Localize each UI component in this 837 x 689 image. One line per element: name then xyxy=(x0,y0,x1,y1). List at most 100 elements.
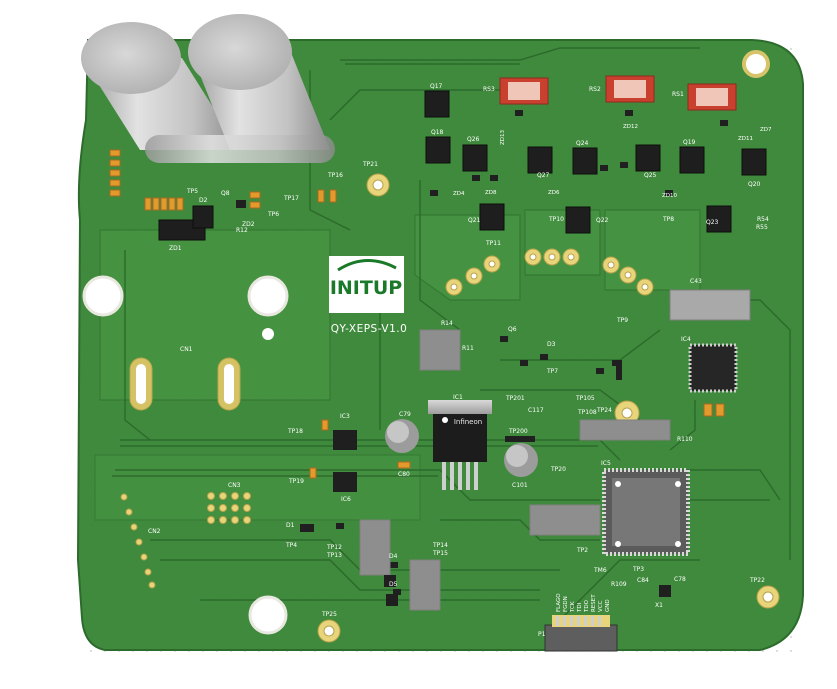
pin-label-7: GND xyxy=(605,599,611,612)
ic-smd-small xyxy=(333,430,671,606)
label-tp11: TP11 xyxy=(485,240,501,247)
label-p1: P1 xyxy=(538,631,546,638)
label-c117: C117 xyxy=(528,407,544,414)
label-rs3: RS3 xyxy=(483,86,495,93)
label-tp8: TP8 xyxy=(662,216,674,223)
label-zd10: ZD10 xyxy=(662,193,678,199)
label-d4: D4 xyxy=(389,553,398,560)
ic5-mcu xyxy=(602,468,690,556)
label-tp15: TP15 xyxy=(432,550,448,557)
copper-planes xyxy=(94,209,701,521)
label-c101: C101 xyxy=(512,482,528,489)
label-tp105: TP105 xyxy=(575,395,595,402)
label-r14: R14 xyxy=(441,320,453,327)
label-r11: R11 xyxy=(462,345,474,352)
label-tp3: TP3 xyxy=(632,566,644,573)
label-cn3: CN3 xyxy=(228,482,241,489)
ic1-brand-text: Infineon xyxy=(454,418,482,426)
label-c80: C80 xyxy=(398,471,410,478)
label-zd13: ZD13 xyxy=(500,129,506,145)
label-r110: R110 xyxy=(677,436,693,443)
ic1-power-chip xyxy=(428,400,492,490)
label-q25: Q25 xyxy=(644,172,657,179)
label-tp18: TP18 xyxy=(287,428,303,435)
initup-logo: INITUP xyxy=(329,256,404,313)
label-q27: Q27 xyxy=(537,172,550,179)
label-q18: Q18 xyxy=(431,129,444,136)
label-r55: R55 xyxy=(756,224,768,231)
label-q26: Q26 xyxy=(467,136,480,143)
label-zd12: ZD12 xyxy=(623,124,638,130)
label-d1: D1 xyxy=(286,522,295,529)
label-zd7: ZD7 xyxy=(760,127,772,133)
label-tp24: TP24 xyxy=(596,407,612,414)
p1-connector xyxy=(544,615,618,652)
pin-label-6: VCC xyxy=(598,600,604,612)
label-tp19: TP19 xyxy=(288,478,304,485)
mounting-holes xyxy=(82,50,770,635)
label-ic3: IC3 xyxy=(340,413,350,420)
label-tp22: TP22 xyxy=(749,577,765,584)
label-zd2: ZD2 xyxy=(242,221,255,228)
label-tp201: TP201 xyxy=(505,395,525,402)
label-tp4: TP4 xyxy=(285,542,297,549)
mosfets xyxy=(158,90,767,241)
label-zd8: ZD8 xyxy=(485,190,497,196)
smd-components xyxy=(109,110,751,611)
label-q22: Q22 xyxy=(596,217,609,224)
label-tp17: TP17 xyxy=(283,195,299,202)
label-tp20: TP20 xyxy=(550,466,566,473)
pin-label-4: TDO xyxy=(584,599,590,613)
label-tp108: TP108 xyxy=(577,409,597,416)
small-electrolytic-caps xyxy=(385,419,538,477)
label-rs2: RS2 xyxy=(589,86,601,93)
label-rs1: RS1 xyxy=(672,91,684,98)
label-tp9: TP9 xyxy=(616,317,628,324)
label-tm6: TM6 xyxy=(593,567,607,574)
zener-labels: ZD12 ZD11 ZD13 ZD4 ZD6 ZD8 ZD10 ZD7 xyxy=(453,124,772,199)
label-r54: R54 xyxy=(757,216,769,223)
label-tp21: TP21 xyxy=(362,161,378,168)
label-tp200: TP200 xyxy=(508,428,528,435)
label-q24: Q24 xyxy=(576,140,589,147)
label-r12: R12 xyxy=(236,227,248,234)
label-tp25: TP25 xyxy=(321,611,337,618)
label-q8: Q8 xyxy=(221,190,230,197)
label-q23: Q23 xyxy=(706,219,719,226)
label-ic5: IC5 xyxy=(601,460,611,467)
board-model-text: QY-XEPS-V1.0 xyxy=(331,323,408,335)
label-r109: R109 xyxy=(611,581,627,588)
label-cn2: CN2 xyxy=(148,528,161,535)
label-tp14: TP14 xyxy=(432,542,448,549)
label-q19: Q19 xyxy=(683,139,696,146)
cn3-header xyxy=(207,492,251,524)
label-ic6: IC6 xyxy=(341,496,351,503)
label-zd1: ZD1 xyxy=(169,245,182,252)
label-d5: D5 xyxy=(389,581,398,588)
label-tp16: TP16 xyxy=(327,172,343,179)
label-tp5: TP5 xyxy=(186,188,198,195)
label-zd6: ZD6 xyxy=(548,190,560,196)
mounting-slots xyxy=(129,357,241,411)
label-q17: Q17 xyxy=(430,83,443,90)
pin-label-3: TDI xyxy=(577,602,583,613)
label-tp6: TP6 xyxy=(267,211,279,218)
electrolytic-capacitors xyxy=(81,14,335,163)
label-ic1: IC1 xyxy=(453,394,463,401)
logo-text: INITUP xyxy=(330,277,402,299)
cn2-pads xyxy=(120,493,156,589)
label-q20: Q20 xyxy=(748,181,761,188)
label-tp13: TP13 xyxy=(326,552,342,559)
label-q21: Q21 xyxy=(468,217,481,224)
label-c84: C84 xyxy=(637,577,649,584)
pin-label-0: FLAGO xyxy=(556,593,562,612)
label-d2: D2 xyxy=(199,197,208,204)
silkscreen-labels: TP23 TP21 TP16 TP17 TP5 TP6 TP10 TP8 TP1… xyxy=(148,56,769,638)
label-c78: C78 xyxy=(674,576,686,583)
label-c43: C43 xyxy=(690,278,702,285)
label-tp23: TP23 xyxy=(748,56,764,63)
pin-label-2: TCK xyxy=(570,601,576,613)
pin-label-5: RESET xyxy=(591,594,597,612)
